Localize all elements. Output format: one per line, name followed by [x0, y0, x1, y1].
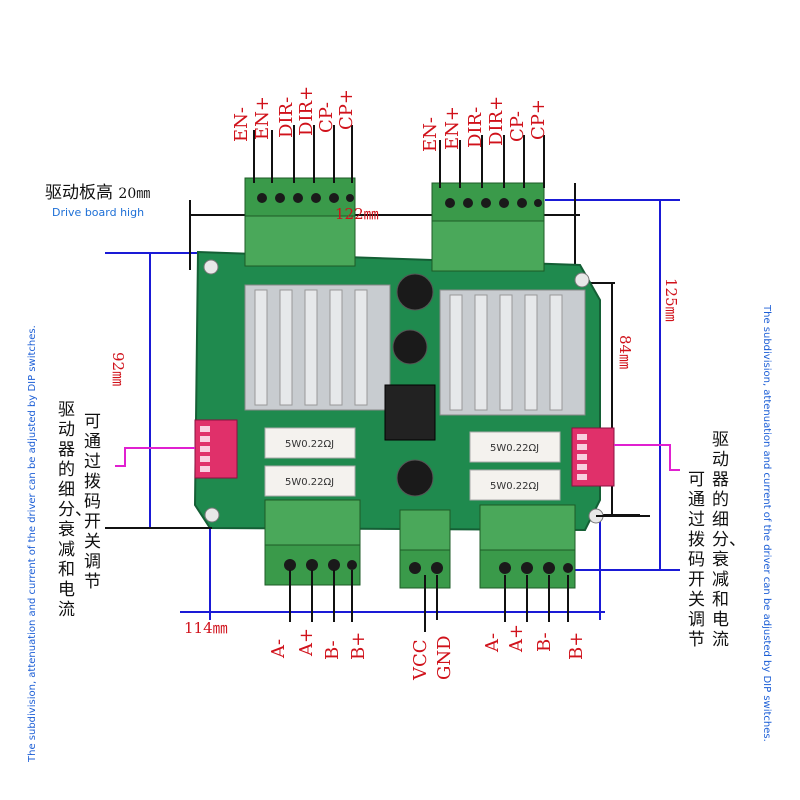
dim-height-right: 125㎜: [662, 278, 680, 322]
dim-height-left: 92㎜: [109, 352, 127, 387]
pin-label-dir-plus: DIR+: [296, 85, 317, 136]
heatsink-right: [439, 289, 586, 416]
dim-width-top: 122㎜: [335, 205, 379, 223]
side-note-right: The subdivision, attenuation and current…: [761, 305, 772, 742]
output-label-b-minus-left: B-: [322, 640, 343, 660]
terminal-top-right: [431, 182, 545, 272]
resistors-left: 5W0.22ΩJ 5W0.22ΩJ: [264, 427, 356, 497]
resistor-label: 5W0.22ΩJ: [285, 477, 334, 488]
right-note-a: 驱动器的细分、衰减和电流: [712, 430, 746, 650]
power-label-gnd: GND: [434, 635, 455, 680]
pin-label-dir-plus-right: DIR+: [486, 95, 507, 146]
resistor-label: 5W0.22ΩJ: [490, 481, 539, 492]
pin-label-en-plus-right: EN+: [442, 106, 463, 150]
terminal-bottom-left: [264, 499, 361, 586]
output-label-b-plus-left: B+: [348, 631, 369, 660]
output-label-b-minus-right: B-: [534, 632, 555, 652]
pin-label-dir-minus: DIR-: [276, 96, 297, 138]
pin-label-cp-plus: CP+: [336, 89, 357, 130]
heatsink-left: [244, 284, 391, 411]
side-note-left: The subdivision, attenuation and current…: [27, 325, 38, 762]
pin-label-cp-plus-right: CP+: [528, 99, 549, 140]
pin-label-en-minus-right: EN-: [420, 117, 441, 152]
height-label-en: Drive board high: [52, 206, 145, 219]
output-label-b-plus-right: B+: [566, 631, 587, 660]
power-label-vcc: VCC: [410, 639, 431, 680]
terminal-bottom-right: [479, 504, 576, 589]
terminal-top-left: [244, 177, 356, 267]
dim-width-bottom: 114㎜: [184, 619, 228, 637]
left-note-a: 驱动器的细分、衰减和电流: [58, 400, 92, 620]
height-value: 20㎜: [118, 186, 151, 202]
output-label-a-minus-left: A-: [268, 638, 289, 658]
output-label-a-minus-right: A-: [482, 632, 503, 652]
output-label-a-plus-right: A+: [506, 623, 527, 652]
resistor-label: 5W0.22ΩJ: [490, 443, 539, 454]
output-label-a-plus-left: A+: [296, 627, 317, 656]
pin-label-en-minus: EN-: [231, 107, 252, 142]
pin-label-en-plus: EN+: [252, 96, 273, 140]
pin-label-dir-minus-right: DIR-: [465, 106, 486, 148]
height-label-cn: 驱动板高: [45, 183, 113, 203]
dim-inner-right: 84㎜: [616, 335, 634, 370]
resistor-label: 5W0.22ΩJ: [285, 439, 334, 450]
pin-label-cp-minus: CP-: [316, 102, 337, 133]
pin-label-cp-minus-right: CP-: [507, 111, 528, 142]
left-note-b: 可通过拨码开关调节: [84, 412, 101, 592]
right-note-b: 可通过拨码开关调节: [688, 470, 705, 650]
height-label: 驱动板高 20㎜: [45, 178, 150, 203]
resistors-right: 5W0.22ΩJ 5W0.22ΩJ: [469, 431, 561, 501]
